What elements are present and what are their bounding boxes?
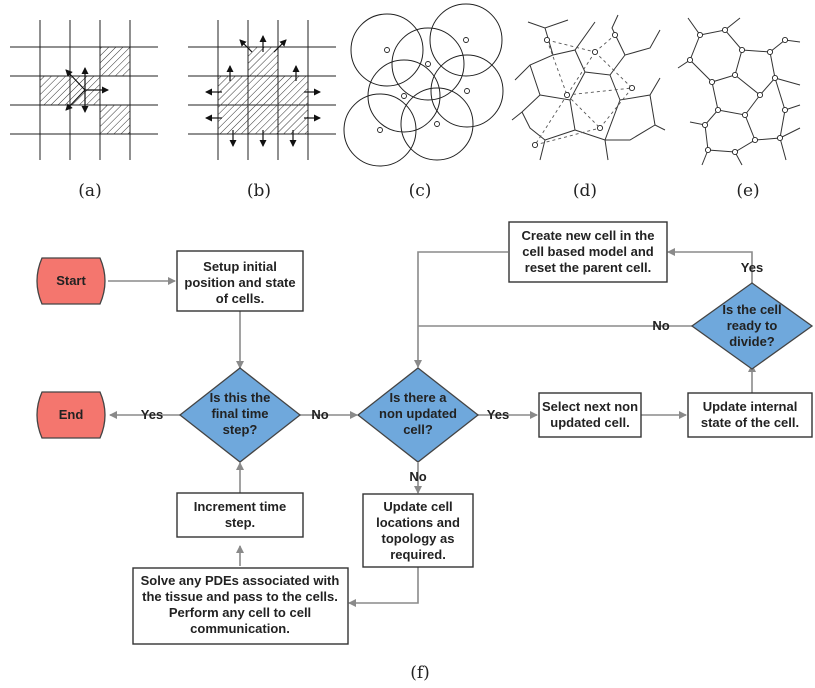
create-line-2: cell based model and: [522, 244, 654, 259]
panel-e-vertex-model: (e): [677, 17, 801, 201]
edge-label-yes-create: Yes: [741, 260, 763, 275]
final-step-decision: Is this the final time step?: [178, 367, 302, 463]
update-loc-line-1: Update cell: [383, 499, 452, 514]
flowchart: Yes No Yes No Yes No Start End Setup ini…: [36, 221, 814, 683]
solve-line-1: Solve any PDEs associated with: [141, 573, 340, 588]
panel-d-caption: (d): [573, 181, 597, 201]
divide-line-3: divide?: [729, 334, 775, 349]
panel-a-move-arrows: [65, 67, 109, 113]
final-step-line-3: step?: [223, 422, 258, 437]
non-updated-line-3: cell?: [403, 422, 433, 437]
panel-e-cell-edges: [677, 17, 801, 166]
update-loc-line-2: locations and: [376, 515, 460, 530]
panel-b-cellular-potts: (b): [188, 20, 336, 201]
select-line-1: Select next non: [542, 399, 638, 414]
create-cell-node: Create new cell in the cell based model …: [508, 221, 668, 283]
panel-e-vertices: [686, 26, 789, 156]
select-line-2: updated cell.: [550, 415, 629, 430]
increment-line-1: Increment time: [194, 499, 286, 514]
edge-label-no-update: No: [409, 469, 426, 484]
setup-line-2: position and state: [184, 275, 295, 290]
select-next-node: Select next non updated cell.: [538, 392, 642, 438]
divide-line-2: ready to: [727, 318, 778, 333]
increment-node: Increment time step.: [176, 492, 304, 538]
edge-label-no-loop: No: [652, 318, 669, 333]
panel-d-voronoi-edges: [511, 14, 666, 161]
end-label: End: [59, 407, 84, 422]
panel-b-boundary-arrows: [205, 35, 321, 147]
edge-label-no-check: No: [311, 407, 328, 422]
solve-line-3: Perform any cell to cell: [169, 605, 311, 620]
create-line-1: Create new cell in the: [522, 228, 655, 243]
non-updated-line-1: Is there a: [389, 390, 447, 405]
start-node: Start: [36, 257, 106, 305]
non-updated-line-2: non updated: [379, 406, 457, 421]
increment-line-2: step.: [225, 515, 255, 530]
solve-line-2: the tissue and pass to the cells.: [142, 589, 338, 604]
update-loc-line-3: topology as: [382, 531, 455, 546]
panel-e-caption: (e): [736, 181, 759, 201]
panel-c-spheres: [343, 3, 504, 167]
non-updated-decision: Is there a non updated cell?: [356, 367, 480, 463]
divide-line-1: Is the cell: [722, 302, 781, 317]
edge-label-yes-select: Yes: [487, 407, 509, 422]
end-node: End: [36, 391, 106, 439]
internal-line-2: state of the cell.: [701, 415, 799, 430]
panel-c-caption: (c): [409, 181, 432, 201]
edge-label-yes-end: Yes: [141, 407, 163, 422]
solve-pdes-node: Solve any PDEs associated with the tissu…: [132, 567, 349, 645]
setup-line-3: of cells.: [216, 291, 264, 306]
panel-a-caption: (a): [78, 181, 101, 201]
panel-d-voronoi: (d): [511, 14, 666, 201]
panel-f-caption: (f): [410, 663, 430, 683]
panel-a-cellular-automaton: (a): [10, 20, 158, 201]
internal-line-1: Update internal: [703, 399, 798, 414]
panel-b-caption: (b): [247, 181, 271, 201]
setup-line-1: Setup initial: [203, 259, 277, 274]
start-label: Start: [56, 273, 86, 288]
final-step-line-1: Is this the: [210, 390, 271, 405]
panel-c-overlapping-spheres: (c): [343, 3, 504, 201]
update-internal-node: Update internal state of the cell.: [687, 392, 813, 438]
setup-node: Setup initial position and state of cell…: [176, 250, 304, 312]
update-locations-node: Update cell locations and topology as re…: [362, 493, 474, 568]
create-line-3: reset the parent cell.: [525, 260, 651, 275]
panel-b-cell-region: [217, 46, 309, 135]
panel-d-delaunay-edges: [534, 34, 633, 146]
final-step-line-2: final time: [211, 406, 268, 421]
flowchart-connectors: [108, 248, 756, 607]
update-loc-line-4: required.: [390, 547, 446, 562]
ready-divide-decision: Is the cell ready to divide?: [690, 282, 814, 370]
solve-line-4: communication.: [190, 621, 290, 636]
panel-d-cell-centres: [531, 31, 636, 149]
